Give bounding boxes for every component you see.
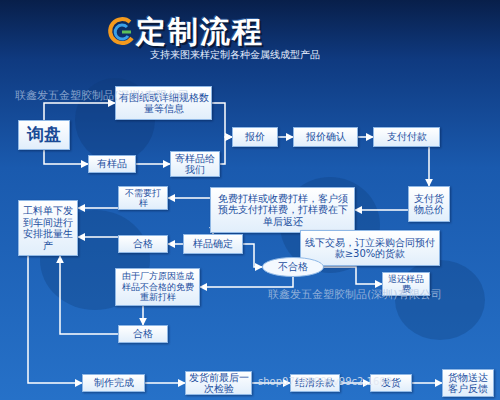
title: 定制流程 — [136, 12, 264, 53]
flow-arrow — [355, 209, 408, 211]
node-text: 报价确认 — [306, 131, 346, 143]
process-box: 由于厂方原因造成样品不合格的免费重新打样 — [115, 268, 200, 306]
flow-arrow — [145, 382, 185, 384]
node-text: 有图纸或详细规格数量等信息 — [118, 92, 209, 115]
node-text: 由于厂方原因造成样品不合格的免费重新打样 — [118, 271, 197, 302]
node-text: 不合格 — [278, 261, 308, 273]
flow-arrow — [252, 382, 290, 384]
process-box: 不需要打样 — [118, 186, 168, 210]
process-box: 询盘 — [18, 120, 70, 150]
flow-arrow — [412, 382, 442, 384]
node-text: 寄样品给我们 — [173, 153, 217, 176]
logo-bar — [122, 31, 131, 34]
flow-arrow — [44, 103, 115, 120]
logo — [110, 19, 132, 43]
process-box: 线下交易，订立采购合同预付款≥30%的货款 — [300, 230, 440, 266]
flow-arrow — [243, 244, 262, 267]
flow-arrow — [60, 256, 118, 334]
flow-arrow — [136, 163, 170, 165]
node-text: 不需要打样 — [121, 188, 165, 209]
flow-arrow — [28, 256, 82, 383]
flow-arrow — [78, 207, 118, 209]
flow-arrow — [168, 197, 210, 199]
node-text: 有样品 — [97, 158, 127, 170]
node-text: 发货前最后一次检验 — [188, 372, 249, 395]
node-text: 免费打样或收费打样，客户须预先支付打样费，打样费在下单后返还 — [213, 193, 352, 228]
process-box: 货物送达客户反馈 — [442, 369, 494, 397]
node-text: 线下交易，订立采购合同预付款≥30%的货款 — [303, 237, 437, 260]
process-box: 结清余款 — [290, 374, 340, 392]
process-box: 合格 — [118, 235, 168, 253]
flow-arrow — [142, 306, 144, 325]
node-text: 支付货物总价 — [411, 193, 447, 216]
node-text: 工料单下发到车间进行安排批量生产 — [21, 205, 75, 251]
flow-arrow — [428, 147, 430, 186]
process-box: 有样品 — [88, 155, 136, 173]
process-box: 报价 — [232, 127, 278, 147]
flow-arrow — [340, 382, 370, 384]
process-box: 有图纸或详细规格数量等信息 — [115, 86, 212, 120]
node-text: 报价 — [245, 131, 265, 143]
process-box: 合格 — [118, 325, 168, 343]
process-box: 免费打样或收费打样，客户须预先支付打样费，打样费在下单后返还 — [210, 187, 355, 233]
process-box: 制作完成 — [82, 374, 145, 392]
node-text: 支付付款 — [387, 131, 427, 143]
process-box: 退还样品费 — [382, 272, 430, 296]
logo-arc — [110, 19, 132, 43]
decision-ellipse: 不合格 — [262, 257, 324, 277]
process-box: 工料单下发到车间进行安排批量生产 — [18, 200, 78, 256]
node-text: 样品确定 — [193, 238, 233, 250]
node-text: 货物送达客户反馈 — [445, 372, 491, 395]
flow-arrow — [358, 136, 373, 138]
flow-arrow — [78, 236, 118, 238]
flow-arrow — [220, 137, 232, 164]
process-box: 样品确定 — [183, 234, 243, 254]
flow-arrow — [324, 267, 382, 284]
process-box: 支付付款 — [373, 127, 440, 147]
process-box: 寄样品给我们 — [170, 151, 220, 177]
flow-arrow — [168, 243, 183, 245]
node-text: 制作完成 — [94, 377, 134, 389]
node-text: 发货 — [381, 377, 401, 389]
ellipse-shape — [263, 258, 324, 277]
process-box: 支付货物总价 — [408, 186, 450, 222]
process-box: 发货 — [370, 374, 412, 392]
node-text: 询盘 — [27, 125, 61, 145]
node-text: 退还样品费 — [385, 274, 427, 295]
flow-arrow — [278, 136, 293, 138]
process-box: 报价确认 — [293, 127, 358, 147]
node-text: 合格 — [133, 238, 153, 250]
subtitle: 支持来图来样定制各种金属线成型产品 — [150, 49, 370, 62]
process-box: 发货前最后一次检验 — [185, 371, 252, 395]
node-text: 合格 — [133, 328, 153, 340]
flow-arrow — [212, 103, 232, 137]
flow-arrow — [200, 277, 293, 287]
flow-arrow — [44, 150, 88, 164]
node-text: 结清余款 — [295, 377, 335, 389]
